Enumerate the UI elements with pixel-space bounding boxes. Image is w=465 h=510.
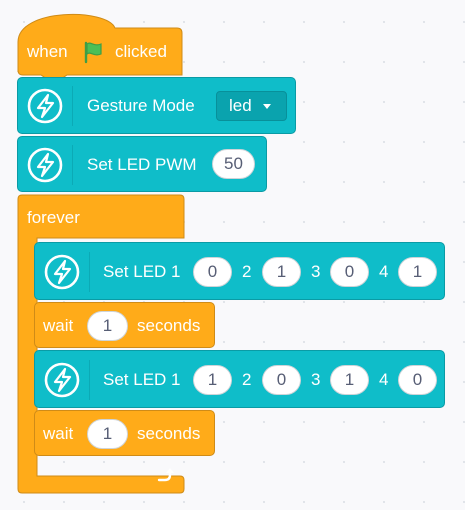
loop-arrow-icon [157, 468, 174, 482]
icon-separator [72, 145, 73, 185]
led3-key-label: 3 [311, 262, 321, 281]
wait-block-2[interactable] [34, 410, 215, 456]
led4-value-input[interactable]: 1 [398, 257, 437, 287]
lightning-icon [44, 254, 80, 290]
led4-value-input[interactable]: 0 [398, 365, 437, 395]
wait-block-1[interactable] [34, 302, 215, 348]
wait-value-input[interactable]: 1 [87, 311, 128, 341]
set-led-pwm-label: Set LED PWM [87, 155, 197, 174]
lightning-icon [44, 362, 80, 398]
gesture-mode-dropdown[interactable]: led [216, 91, 287, 121]
led3-value-input[interactable]: 1 [330, 365, 369, 395]
lightning-icon [27, 88, 63, 124]
led1-value-input[interactable]: 0 [193, 257, 232, 287]
gesture-mode-value: led [229, 96, 252, 115]
icon-separator [72, 86, 73, 126]
wait-label: wait [43, 316, 74, 335]
lightning-icon [27, 147, 63, 183]
icon-separator [89, 360, 90, 400]
seconds-label: seconds [137, 316, 201, 335]
wait-value-input[interactable]: 1 [87, 419, 128, 449]
icon-separator [89, 252, 90, 292]
led4-key-label: 4 [379, 370, 389, 389]
led2-value-input[interactable]: 0 [262, 365, 301, 395]
led2-key-label: 2 [242, 262, 252, 281]
forever-label: forever [27, 208, 80, 227]
led3-value-input[interactable]: 0 [330, 257, 369, 287]
caret-down-icon [263, 104, 271, 109]
wait-label: wait [43, 424, 74, 443]
seconds-label: seconds [137, 424, 201, 443]
led3-key-label: 3 [311, 370, 321, 389]
when-label: when [27, 42, 68, 61]
pwm-value-input[interactable]: 50 [212, 149, 255, 179]
set-led-block-1[interactable] [34, 242, 445, 300]
set-led-block-2[interactable] [34, 350, 445, 408]
clicked-label: clicked [115, 42, 167, 61]
led1-value-input[interactable]: 1 [193, 365, 232, 395]
set-led-label: Set LED 1 [103, 262, 181, 281]
led2-value-input[interactable]: 1 [262, 257, 301, 287]
led2-key-label: 2 [242, 370, 252, 389]
set-led-label: Set LED 1 [103, 370, 181, 389]
gesture-mode-label: Gesture Mode [87, 96, 195, 115]
led4-key-label: 4 [379, 262, 389, 281]
forever-block[interactable] [17, 194, 187, 496]
green-flag-icon [84, 41, 102, 64]
